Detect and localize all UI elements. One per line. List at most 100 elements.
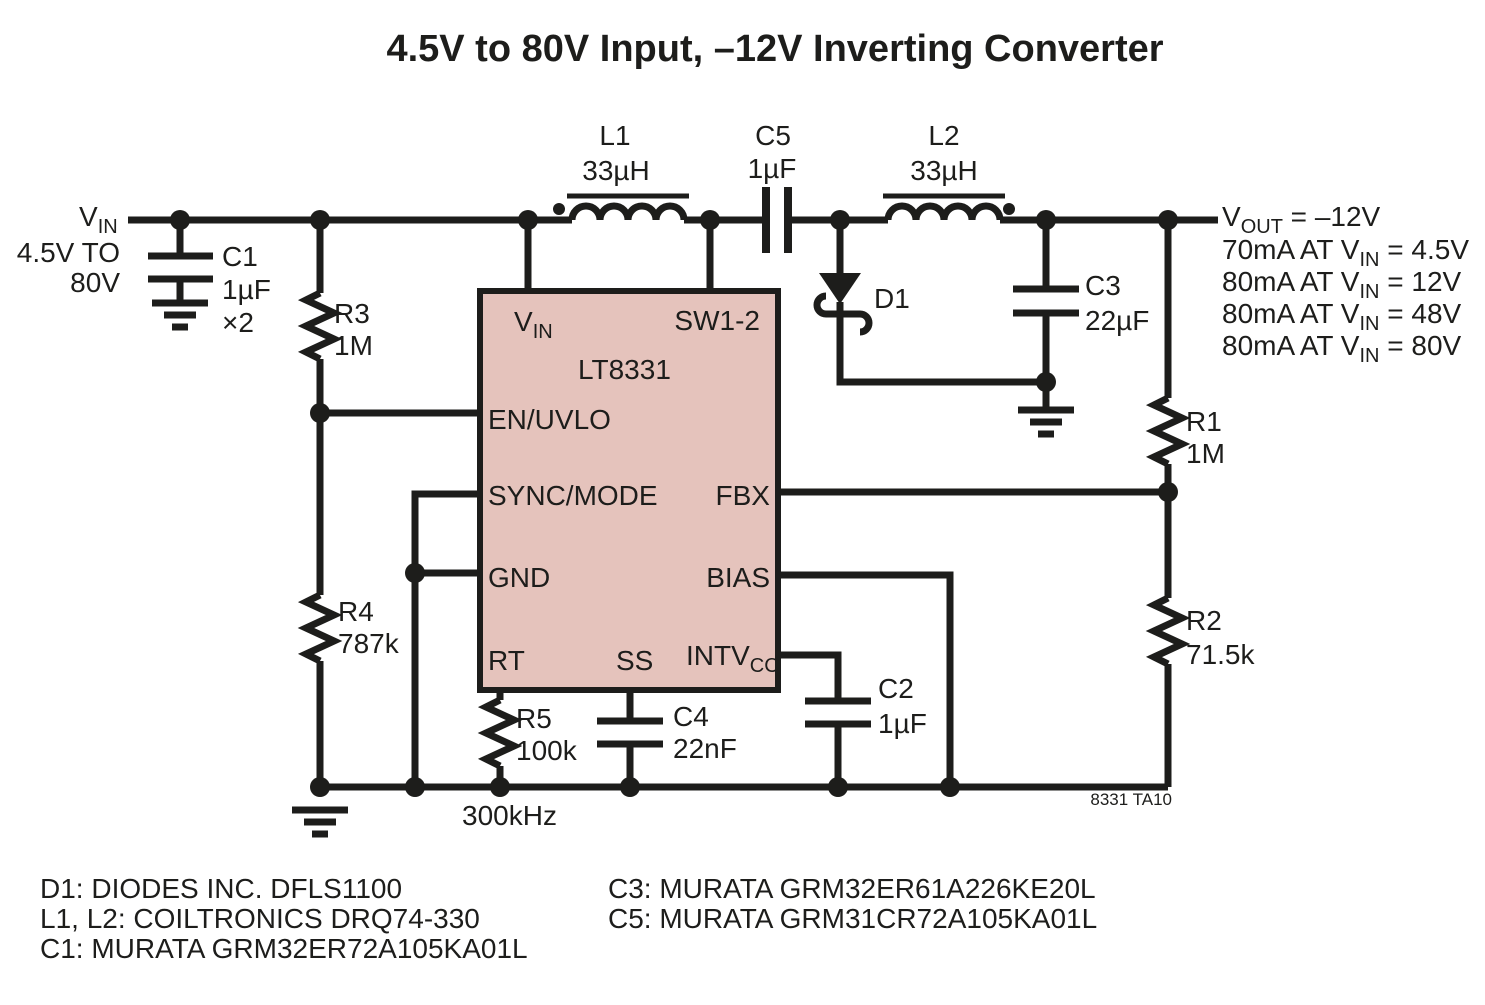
vout-label: V: [1222, 201, 1241, 232]
junction-dot: [518, 210, 538, 230]
inductor-coil: [568, 202, 688, 221]
capacitor-c2: C2 1µF: [805, 673, 927, 739]
r2-ref: R2: [1186, 605, 1222, 636]
input-voltage-label: VIN 4.5V TO 80V: [17, 201, 121, 298]
pin-vin-label: V: [514, 306, 533, 337]
capacitor-plates: [597, 717, 663, 748]
pin-intvcc-subscript: CC: [750, 655, 779, 677]
component-notes: D1: DIODES INC. DFLS1100 L1, L2: COILTRO…: [40, 873, 1097, 964]
c1-value: 1µF: [222, 274, 271, 305]
phase-dot: [1003, 203, 1015, 215]
vout-equation: = –12V: [1283, 201, 1381, 232]
output-spec-1-post: = 4.5V: [1379, 234, 1469, 265]
r4-value: 787k: [338, 628, 400, 659]
junction-dot: [828, 777, 848, 797]
output-spec-4-sub: IN: [1359, 345, 1379, 367]
r3-ref: R3: [334, 298, 370, 329]
c1-ref: C1: [222, 241, 258, 272]
diode-triangle: [819, 273, 861, 304]
resistor-zigzag: [477, 696, 523, 770]
junction-dot: [620, 777, 640, 797]
svg-text:80mA AT VIN = 12V: 80mA AT VIN = 12V: [1222, 266, 1462, 303]
junction-dot: [405, 563, 425, 583]
resistor-r2: R2 71.5k: [1145, 594, 1255, 670]
ic-lt8331: VIN SW1-2 LT8331 EN/UVLO SYNC/MODE GND R…: [477, 288, 781, 693]
junction-dot: [310, 210, 330, 230]
junction-dot: [1158, 210, 1178, 230]
r1-ref: R1: [1186, 406, 1222, 437]
pin-fbx-label: FBX: [716, 480, 771, 511]
c3-ref: C3: [1085, 270, 1121, 301]
capacitor-c4: C4 22nF: [597, 701, 737, 764]
junction-dot: [1036, 210, 1056, 230]
ic-body: [477, 288, 781, 693]
svg-text:VIN: VIN: [79, 201, 118, 238]
capacitor-plates: [762, 187, 792, 253]
c4-value: 22nF: [673, 733, 737, 764]
resistor-zigzag: [1145, 594, 1191, 668]
junction-dot: [1158, 482, 1178, 502]
junction-dot: [405, 777, 425, 797]
pin-ss-label: SS: [616, 645, 653, 676]
r5-ref: R5: [516, 703, 552, 734]
figure-id: 8331 TA10: [1090, 790, 1172, 809]
note-d1: D1: DIODES INC. DFLS1100: [40, 873, 402, 904]
r1-value: 1M: [1186, 438, 1225, 469]
pin-en-label: EN/UVLO: [488, 404, 611, 435]
note-c5: C5: MURATA GRM31CR72A105KA01L: [608, 903, 1097, 934]
junction-dot: [170, 210, 190, 230]
junction-dot: [830, 210, 850, 230]
pin-bias-label: BIAS: [706, 562, 770, 593]
c1-quantity: ×2: [222, 307, 254, 338]
vin-range-line2: 80V: [70, 267, 120, 298]
capacitor-plates: [805, 697, 871, 728]
d1-ref: D1: [874, 283, 910, 314]
pin-intvcc-label: INTV: [686, 640, 750, 671]
ic-part-number: LT8331: [578, 354, 671, 385]
capacitor-plates: [1013, 285, 1079, 317]
output-spec-1: 70mA AT V: [1222, 234, 1360, 265]
output-spec-3: 80mA AT V: [1222, 298, 1360, 329]
resistor-r4: R4 787k: [292, 591, 400, 838]
resistor-r5: R5 100k 300kHz: [462, 696, 578, 831]
capacitor-c5: C5 1µF: [748, 120, 796, 253]
capacitor-c3: C3 22µF: [1013, 270, 1149, 438]
l1-ref: L1: [599, 120, 630, 151]
junction-dot: [1036, 372, 1056, 392]
output-voltage-label: VOUT = –12V 70mA AT VIN = 4.5V 80mA AT V…: [1222, 201, 1469, 367]
inductor-coil: [884, 202, 1004, 221]
junction-dot: [310, 403, 330, 423]
svg-text:INTVCC: INTVCC: [686, 640, 779, 677]
note-c1: C1: MURATA GRM32ER72A105KA01L: [40, 933, 528, 964]
junction-dot: [310, 777, 330, 797]
ground-icon: [292, 806, 348, 838]
pin-sw-label: SW1-2: [674, 305, 760, 336]
resistor-r1: R1 1M: [1145, 394, 1225, 469]
l2-value: 33µH: [910, 155, 978, 186]
c5-ref: C5: [755, 120, 791, 151]
frequency-label: 300kHz: [462, 800, 557, 831]
junction-dots: [170, 210, 1178, 797]
c2-ref: C2: [878, 673, 914, 704]
output-spec-3-sub: IN: [1359, 313, 1379, 335]
capacitor-plates: [148, 252, 213, 283]
diode-d1: D1: [813, 273, 910, 336]
vout-subscript: OUT: [1241, 216, 1283, 238]
r4-ref: R4: [338, 596, 374, 627]
resistor-zigzag: [1145, 394, 1191, 468]
pin-rt-label: RT: [488, 645, 525, 676]
r2-value: 71.5k: [1186, 639, 1255, 670]
output-spec-2-post: = 12V: [1379, 266, 1461, 297]
junction-dot: [700, 210, 720, 230]
svg-text:80mA AT VIN = 48V: 80mA AT VIN = 48V: [1222, 298, 1462, 335]
junction-dot: [490, 777, 510, 797]
output-spec-4: 80mA AT V: [1222, 330, 1360, 361]
l2-ref: L2: [928, 120, 959, 151]
vin-label: V: [79, 201, 98, 232]
ground-icon: [1018, 406, 1074, 438]
r5-value: 100k: [516, 735, 578, 766]
output-spec-1-sub: IN: [1359, 249, 1379, 271]
resistor-zigzag: [297, 591, 343, 665]
junction-dot: [940, 777, 960, 797]
